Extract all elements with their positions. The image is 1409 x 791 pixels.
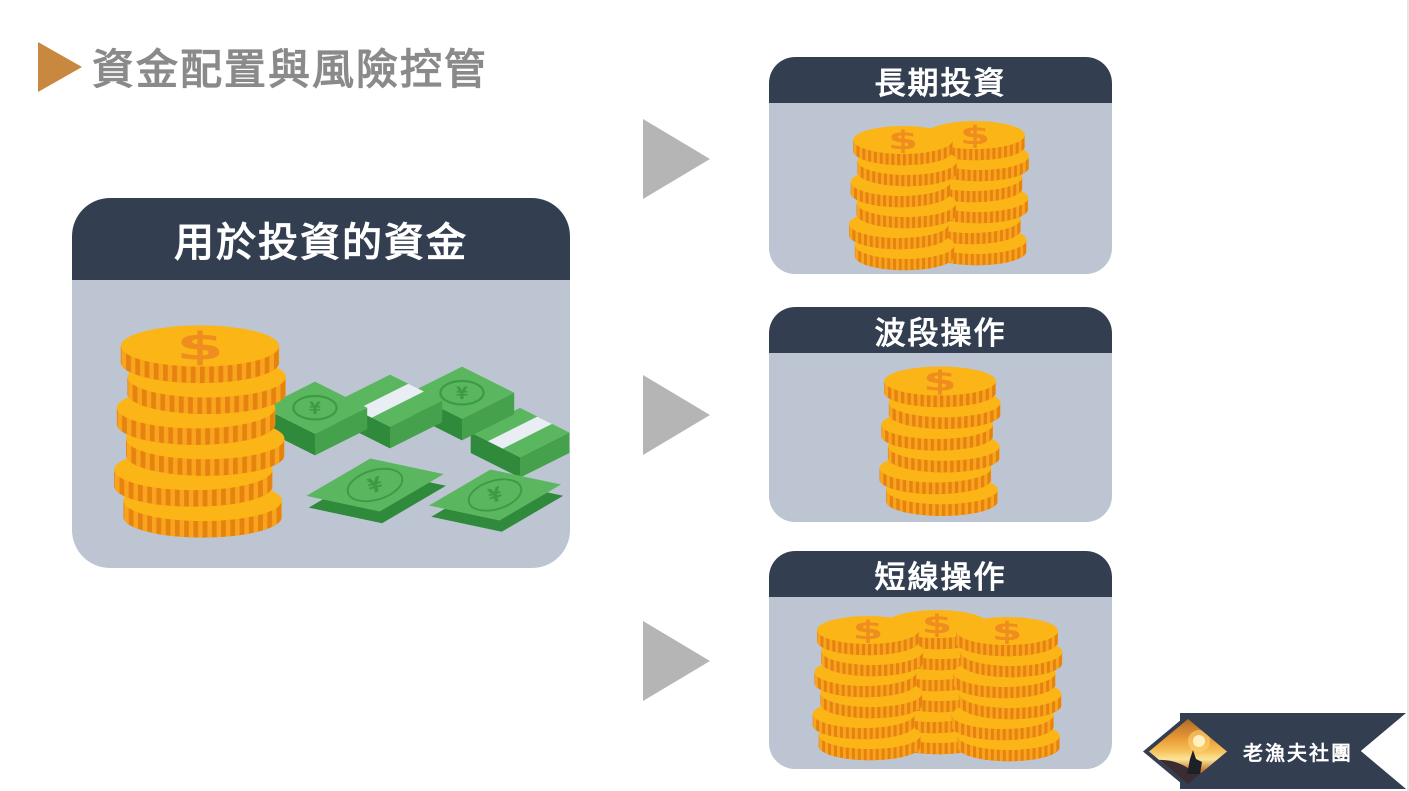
target-panel-label: 長期投資 (874, 65, 1007, 101)
flow-arrow-icon (643, 119, 710, 199)
triangle-bullet-icon (38, 41, 82, 92)
source-funds-header: 用於投資的資金 (72, 198, 570, 280)
slide-title-row: 資金配置與風險控管 (38, 36, 488, 97)
target-panel-label: 波段操作 (874, 315, 1007, 351)
target-panel-label: 短線操作 (874, 559, 1007, 595)
flow-arrow-icon (643, 375, 710, 455)
target-panel-header: 短線操作 (769, 551, 1112, 597)
page-title: 資金配置與風險控管 (92, 46, 489, 93)
target-panel-header: 長期投資 (769, 57, 1112, 103)
coins-and-banknotes-icon (72, 280, 570, 568)
club-name-label: 老漁夫社團 (1243, 742, 1353, 765)
target-panel-long-term: 長期投資 (769, 57, 1112, 274)
target-panel-swing: 波段操作 (769, 307, 1112, 522)
target-panel-header: 波段操作 (769, 307, 1112, 353)
source-funds-label: 用於投資的資金 (174, 221, 468, 265)
target-panel-short-term: 短線操作 (769, 551, 1112, 769)
screen-edge-divider (1407, 0, 1409, 791)
flow-arrow-icon (643, 621, 710, 701)
sunset-fisherman-photo (1143, 714, 1233, 789)
source-funds-panel: 用於投資的資金 (72, 198, 570, 568)
